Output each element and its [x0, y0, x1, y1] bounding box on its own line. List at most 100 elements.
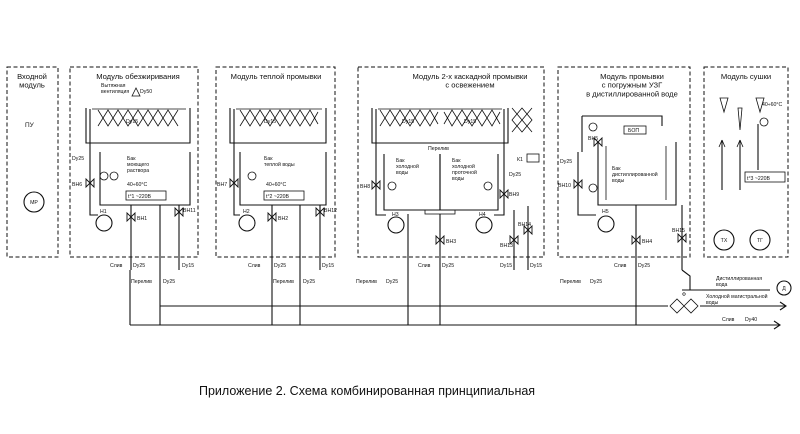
degrease-pump-h1: [95, 214, 113, 232]
dry-temp-label: 40÷60°С: [762, 102, 782, 108]
warm-sensor: [247, 171, 257, 181]
cascade-drain-dy15-a: Dy15: [500, 263, 512, 269]
warm-valve-bh2-label: ВН2: [278, 216, 288, 222]
degrease-heater-box: [125, 190, 167, 201]
distilled-d-label: Д: [782, 286, 786, 292]
degrease-drain-dy15: Dy15: [182, 263, 194, 269]
warm-heater-box: [263, 190, 305, 201]
degrease-overflow-label: Перелив: [131, 279, 152, 285]
degrease-dy25-label: Dy25: [72, 156, 84, 162]
degrease-exhaust-dy: Dy50: [140, 89, 152, 95]
cascade-spray-nozzles-right: [443, 109, 501, 127]
cascade-supply-right: [494, 109, 505, 216]
drain-risers: [129, 270, 637, 325]
uzg-sensor-bottom: [588, 183, 598, 193]
cascade-drain-pipes: [407, 206, 529, 325]
arrow-cold-main: [779, 301, 787, 311]
warm-overflow-dy25: Dy25: [303, 279, 315, 285]
cascade-chamber: [371, 108, 509, 144]
scheme-caption: Приложение 2. Схема комбинированная прин…: [199, 384, 535, 398]
warm-supply-pipe: [233, 109, 240, 216]
degrease-chamber: [85, 108, 191, 144]
filter-label: Ф: [682, 292, 686, 298]
warm-pump-h2: [238, 214, 256, 232]
uzg-valve-bh4: [631, 234, 641, 246]
warm-chamber: [229, 108, 327, 144]
degrease-drain-pipes: [130, 205, 180, 325]
cascade-valve-bh14-label: ВН14: [518, 222, 531, 228]
uzg-valve-bh10: [573, 178, 583, 190]
cascade-pump-h3-label: Н3: [392, 212, 399, 218]
drain-collector-label: Слив: [722, 317, 735, 323]
warm-module-title: Модуль теплой промывки: [231, 72, 322, 81]
cascade-overflow-label: Перелив: [356, 279, 377, 285]
warm-valve-bh2: [267, 211, 277, 223]
degrease-tank: [99, 152, 191, 206]
cascade-drain-dy15-b: Dy15: [530, 263, 542, 269]
warm-valve-bh7-label: ВН7: [217, 182, 227, 188]
dry-air-pipes: [721, 124, 759, 190]
uzg-valve-bh4-label: ВН4: [642, 239, 652, 245]
degrease-supply-pipe: [89, 109, 98, 216]
dry-heater-box: [744, 171, 786, 183]
warm-heater-label: t°2 ~220В: [266, 194, 290, 200]
dry-tx-label: ТХ: [721, 238, 728, 244]
dry-module-title: Модуль сушки: [721, 72, 771, 81]
dry-heater-label: t°3 ~220В: [747, 176, 771, 182]
warm-temp-label: 40÷60°С: [266, 182, 286, 188]
input-motor-label: МР: [30, 200, 38, 206]
uzg-drain-label: Слив: [614, 263, 627, 269]
arrow-drain: [773, 320, 781, 330]
input-module-frame: [6, 66, 59, 258]
warm-drain-pipes: [271, 205, 321, 325]
uzg-valve-bh5: [593, 136, 603, 148]
cascade-valve-bh8: [371, 179, 381, 191]
cascade-k1-label: К1: [517, 157, 523, 163]
degrease-drain-label: Слив: [110, 263, 123, 269]
uzg-module-frame: [557, 66, 691, 258]
cascade-drain-label: Слив: [418, 263, 431, 269]
warm-drain-label: Слив: [248, 263, 261, 269]
cascade-pump-h4-label: Н4: [479, 212, 486, 218]
cascade-valve-bh9-label: ВН9: [509, 192, 519, 198]
degrease-valve-bh6: [85, 177, 95, 189]
cascade-supply-left: [375, 109, 386, 216]
warm-nozzle-dy: Dy15: [264, 119, 276, 125]
uzg-transducer: [605, 146, 667, 200]
distilled-d-symbol: [776, 280, 792, 296]
cascade-valve-bh14: [523, 224, 533, 236]
cascade-nozzle-dy-right: Dy15: [464, 119, 476, 125]
warm-drain-dy25: Dy25: [274, 263, 286, 269]
uzg-valve-bh5-label: ВН5: [588, 136, 598, 142]
degrease-heater-label: t°1 ~220В: [128, 194, 152, 200]
uzg-valve-bh15: [677, 232, 687, 244]
cascade-pump-h4: [475, 216, 493, 234]
degrease-valve-bh11: [174, 206, 184, 218]
dry-tg-label: ТГ: [757, 238, 763, 244]
degrease-module-frame: [69, 66, 199, 258]
uzg-valve-bh10-label: ВН10: [558, 183, 571, 189]
degrease-pump-label: Н1: [100, 209, 107, 215]
cascade-valve-bh8-label: ВН8: [360, 184, 370, 190]
degrease-valve-bh1: [126, 211, 136, 223]
uzg-supply-pipe: [577, 152, 596, 216]
uzg-pump-label: Н5: [602, 209, 609, 215]
uzg-bop-label: БОП: [628, 128, 639, 134]
uzg-sensor-top: [588, 122, 598, 132]
cascade-dy25-label: Dy25: [509, 172, 521, 178]
uzg-dy25-label: Dy25: [560, 159, 572, 165]
dry-tg-unit: [749, 229, 771, 251]
cascade-side-nozzle: [511, 107, 533, 133]
cascade-valve-bh9: [499, 188, 509, 200]
cascade-sensor-right: [483, 181, 493, 191]
warm-valve-bh12-label: ВН12: [324, 208, 337, 214]
uzg-pump-h5: [597, 215, 615, 233]
